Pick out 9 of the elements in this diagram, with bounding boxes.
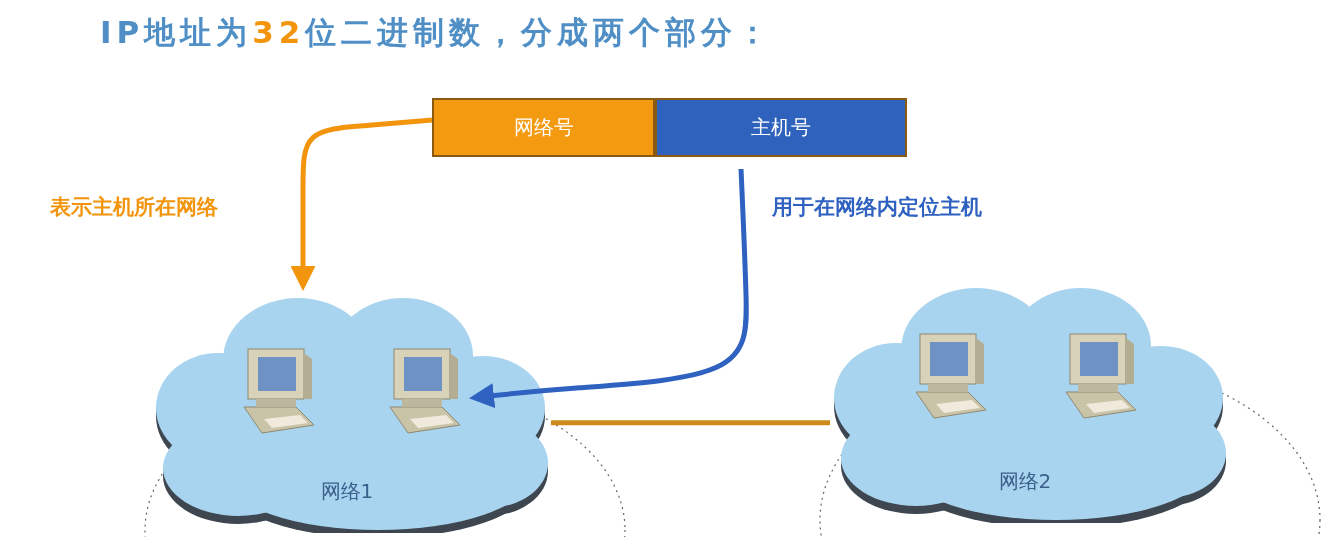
connector-line xyxy=(551,420,830,426)
arrow xyxy=(290,117,433,291)
address-field: 主机号 xyxy=(655,98,907,157)
edge-label: 表示主机所在网络 xyxy=(48,193,220,221)
network-label: 网络1 xyxy=(320,478,374,505)
network-label: 网络2 xyxy=(998,468,1052,495)
arrow xyxy=(469,168,749,408)
address-field: 网络号 xyxy=(432,98,655,157)
edge-label: 用于在网络内定位主机 xyxy=(770,193,984,221)
